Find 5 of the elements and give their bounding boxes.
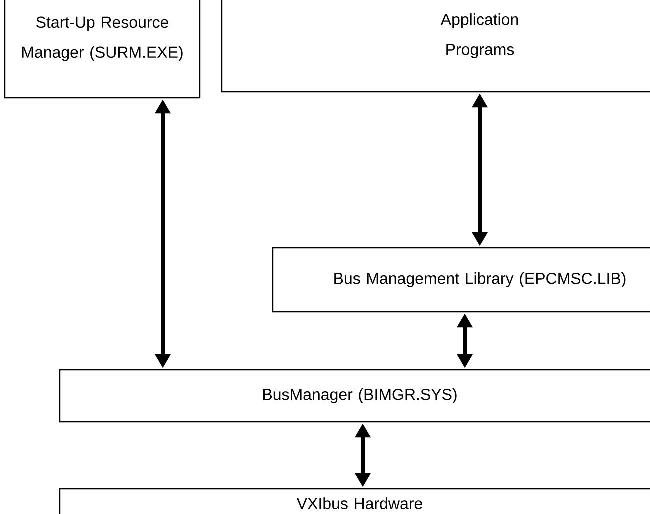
box: Bus Management Library (EPCMSC.LIB)	[272, 247, 650, 313]
box: Start-Up Resource Manager (SURM.EXE)	[4, 0, 201, 99]
box: BusManager (BIMGR.SYS)	[59, 369, 650, 423]
box: Application Programs	[221, 0, 650, 93]
box: VXIbus Hardware	[59, 488, 650, 514]
